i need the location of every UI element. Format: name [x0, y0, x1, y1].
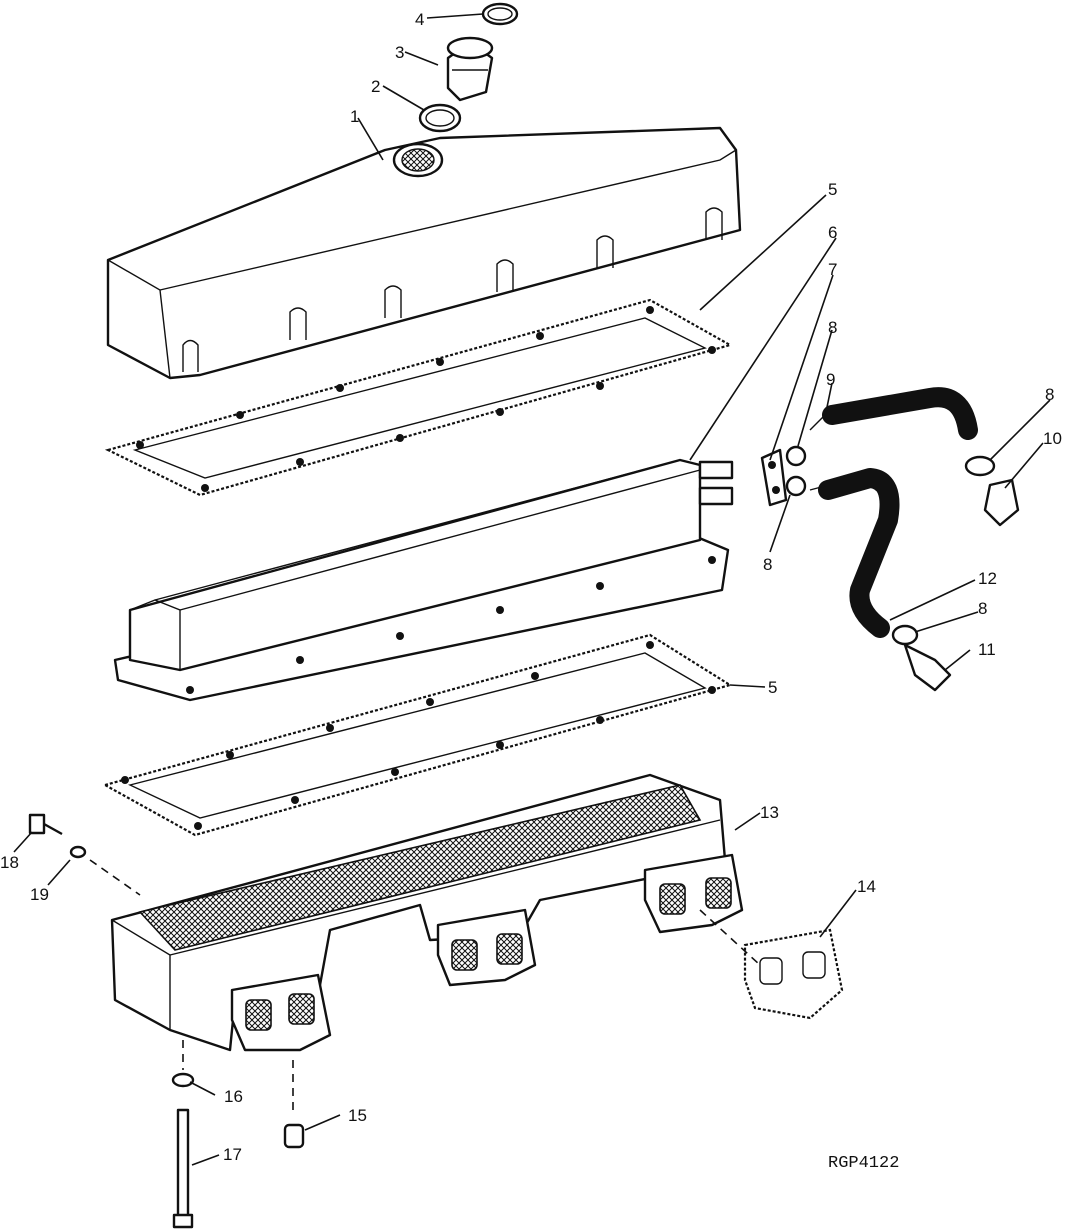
callout-8-lower: 8 — [763, 555, 772, 574]
callout-5-upper: 5 — [828, 180, 837, 199]
plug-15 — [283, 1123, 305, 1149]
callout-19: 19 — [30, 885, 49, 904]
fitting-11 — [903, 643, 952, 692]
o-ring-middle — [418, 103, 462, 133]
rocker-arm-cover — [106, 126, 742, 380]
callout-4: 4 — [415, 10, 424, 29]
bolt-17 — [172, 1108, 194, 1229]
clamp-lower-left — [785, 475, 807, 497]
callout-15: 15 — [348, 1106, 367, 1125]
callout-5-lower: 5 — [768, 678, 777, 697]
clamp-upper-right — [964, 455, 996, 477]
bolt-18 — [28, 813, 63, 836]
callout-16: 16 — [224, 1087, 243, 1106]
filler-cap — [446, 36, 494, 102]
callout-12: 12 — [978, 569, 997, 588]
hose-upper — [822, 387, 978, 440]
intake-manifold — [110, 773, 744, 1052]
plate-gasket — [760, 448, 788, 507]
lower-gasket — [102, 633, 733, 837]
clamp-upper-left — [785, 445, 807, 467]
fitting-10 — [983, 478, 1020, 527]
intermediate-housing — [113, 458, 734, 702]
callout-3: 3 — [395, 43, 404, 62]
callout-1: 1 — [350, 107, 359, 126]
callout-14: 14 — [857, 877, 876, 896]
callout-17: 17 — [223, 1145, 242, 1164]
upper-gasket — [104, 298, 733, 497]
o-ring-top — [481, 2, 519, 26]
clamp-lower-right — [891, 624, 919, 646]
hose-lower — [818, 468, 900, 638]
callout-13: 13 — [760, 803, 779, 822]
callout-8-right: 8 — [1045, 385, 1054, 404]
callout-10: 10 — [1043, 429, 1062, 448]
callout-8-bottom: 8 — [978, 599, 987, 618]
callout-9: 9 — [826, 370, 835, 389]
flange-gasket — [743, 928, 844, 1020]
callout-11: 11 — [978, 640, 996, 659]
callout-6: 6 — [828, 223, 837, 242]
drawing-code: RGP4122 — [828, 1154, 899, 1173]
callout-7: 7 — [828, 260, 837, 279]
washer-19 — [69, 845, 87, 859]
callout-18: 18 — [0, 853, 19, 872]
washer-16 — [171, 1072, 195, 1088]
callout-2: 2 — [371, 77, 380, 96]
callout-8-upper: 8 — [828, 318, 837, 337]
